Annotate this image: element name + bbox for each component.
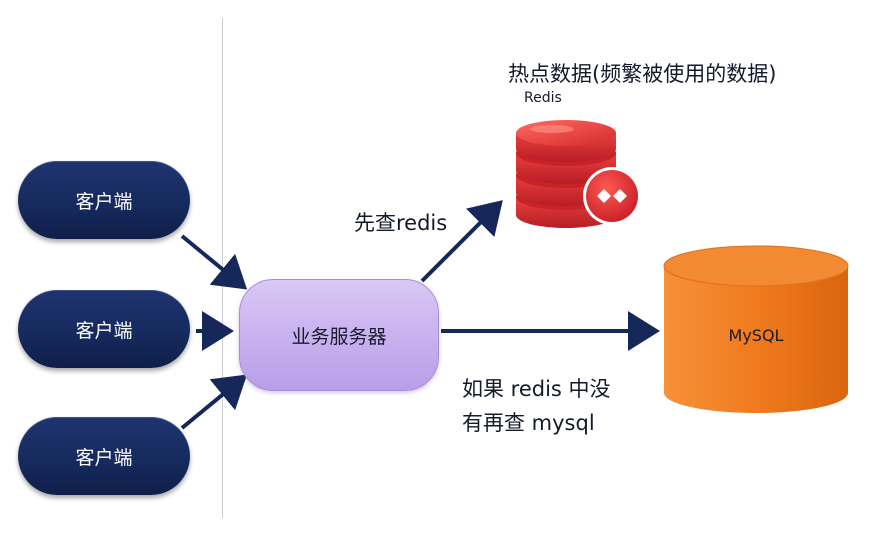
edge-label-check-redis: 先查redis bbox=[354, 211, 448, 235]
client-label: 客户端 bbox=[75, 190, 133, 213]
arrow-server-to-redis bbox=[420, 200, 503, 283]
arrow-client1-to-server bbox=[180, 234, 248, 290]
client-node-3: 客户端 bbox=[18, 417, 190, 495]
hot-data-title: 热点数据(频繁被使用的数据) bbox=[508, 62, 777, 86]
edge-label-fallback-mysql: 如果 redis 中没 有再查 mysql bbox=[462, 372, 611, 440]
fallback-line-1: 如果 redis 中没 bbox=[462, 377, 611, 401]
server-label: 业务服务器 bbox=[291, 325, 387, 348]
mysql-label: MySQL bbox=[728, 326, 784, 345]
arrow-client3-to-server bbox=[180, 374, 248, 430]
client-label: 客户端 bbox=[75, 446, 133, 469]
mysql-database-icon bbox=[663, 245, 849, 413]
fallback-line-2: 有再查 mysql bbox=[462, 411, 595, 435]
redis-icon bbox=[516, 120, 641, 228]
redis-label: Redis bbox=[524, 90, 562, 106]
client-node-2: 客户端 bbox=[18, 290, 190, 368]
client-node-1: 客户端 bbox=[18, 161, 190, 239]
business-server-node: 业务服务器 bbox=[239, 279, 439, 391]
client-label: 客户端 bbox=[75, 319, 133, 342]
